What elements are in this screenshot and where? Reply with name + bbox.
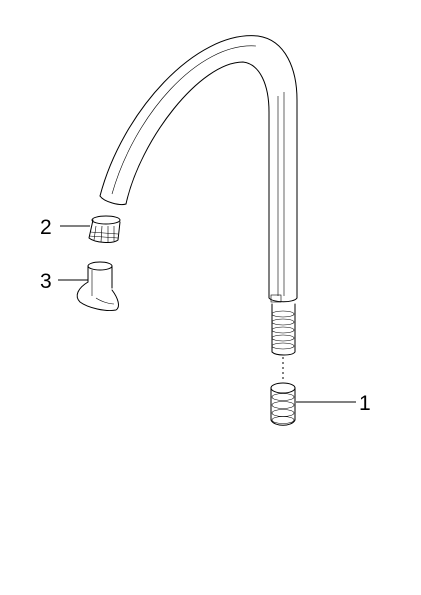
part-3-aerator-key [76, 261, 120, 311]
callout-label-3: 3 [40, 270, 52, 293]
callout-label-1: 1 [359, 392, 371, 415]
part-1-threaded-insert [270, 382, 296, 426]
tube-connector [271, 303, 296, 356]
callout-label-2: 2 [40, 216, 52, 239]
spout-tube [99, 35, 298, 303]
part-2-aerator [88, 215, 121, 243]
